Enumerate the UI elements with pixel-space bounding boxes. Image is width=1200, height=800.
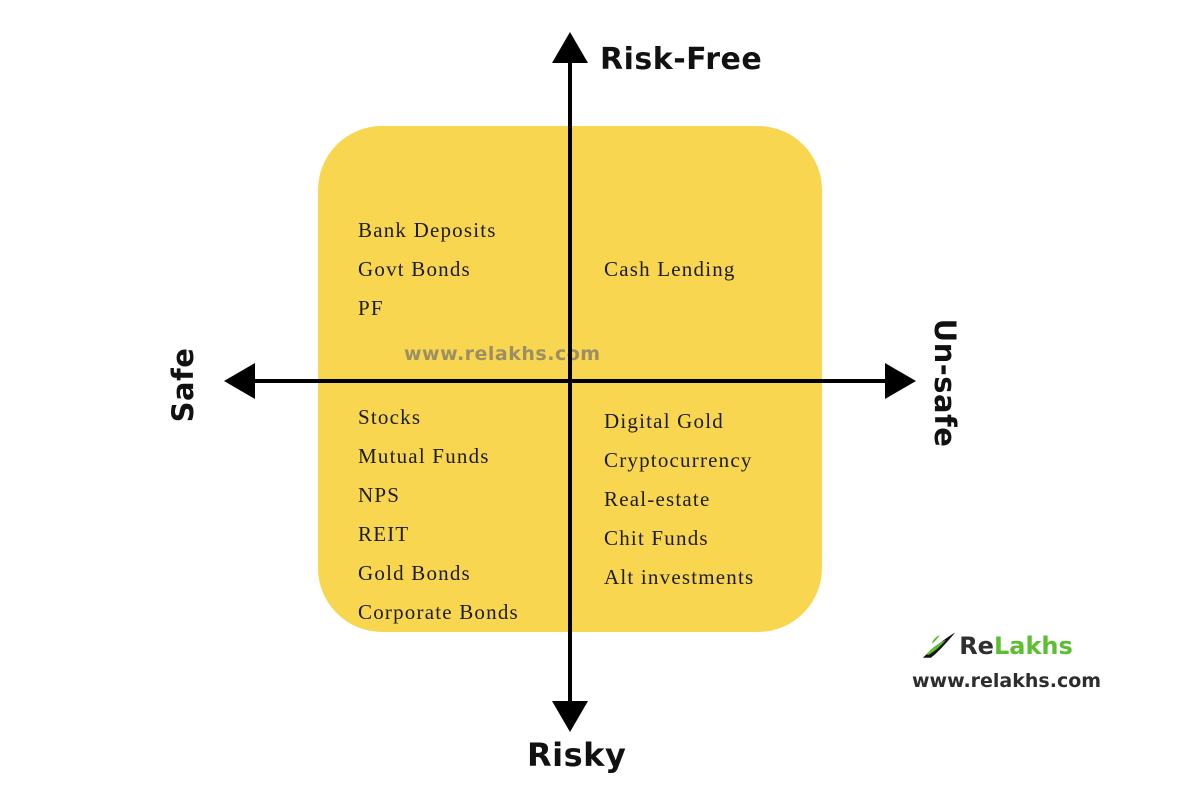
quadrant-item: Govt Bonds xyxy=(358,257,471,281)
quadrant-item: REIT xyxy=(358,522,410,546)
axis-label-unsafe: Un-safe xyxy=(928,318,962,448)
logo-text-re: Re xyxy=(959,632,994,660)
relakhs-logo-icon xyxy=(921,631,957,661)
axis-label-safe: Safe xyxy=(166,347,200,423)
quadrant-item: Digital Gold xyxy=(604,409,724,433)
logo-text-lakhs: Lakhs xyxy=(993,632,1073,660)
relakhs-logo-text: ReLakhs xyxy=(959,632,1073,660)
relakhs-logo: ReLakhs xyxy=(912,630,1082,662)
quadrant-top-left-list: Bank Deposits Govt Bonds PF xyxy=(358,211,497,328)
right-arrowhead-icon xyxy=(885,363,916,399)
down-arrowhead-icon xyxy=(552,701,588,732)
relakhs-website-url: www.relakhs.com xyxy=(912,670,1102,692)
axis-label-risky: Risky xyxy=(527,736,627,774)
quadrant-item: Cryptocurrency xyxy=(604,448,753,472)
quadrant-item: Bank Deposits xyxy=(358,218,497,242)
quadrant-item: Mutual Funds xyxy=(358,444,490,468)
left-arrowhead-icon xyxy=(224,363,255,399)
axis-label-risk-free: Risk-Free xyxy=(600,42,763,77)
quadrant-bottom-left-list: Stocks Mutual Funds NPS REIT Gold Bonds … xyxy=(358,398,519,632)
quadrant-item: Chit Funds xyxy=(604,526,709,550)
quadrant-item: NPS xyxy=(358,483,401,507)
quadrant-bottom-right-list: Digital Gold Cryptocurrency Real-estate … xyxy=(604,402,754,597)
quadrant-item: Real-estate xyxy=(604,487,711,511)
up-arrowhead-icon xyxy=(552,32,588,63)
watermark-text: www.relakhs.com xyxy=(404,343,601,365)
quadrant-item: Gold Bonds xyxy=(358,561,471,585)
horizontal-axis-line xyxy=(246,379,890,383)
quadrant-item: Corporate Bonds xyxy=(358,600,519,624)
quadrant-item: Alt investments xyxy=(604,565,755,589)
quadrant-top-right-list: Cash Lending xyxy=(604,250,736,289)
quadrant-item: Cash Lending xyxy=(604,257,736,281)
quadrant-item: PF xyxy=(358,296,384,320)
relakhs-branding: ReLakhs www.relakhs.com xyxy=(912,630,1102,692)
quadrant-item: Stocks xyxy=(358,405,422,429)
